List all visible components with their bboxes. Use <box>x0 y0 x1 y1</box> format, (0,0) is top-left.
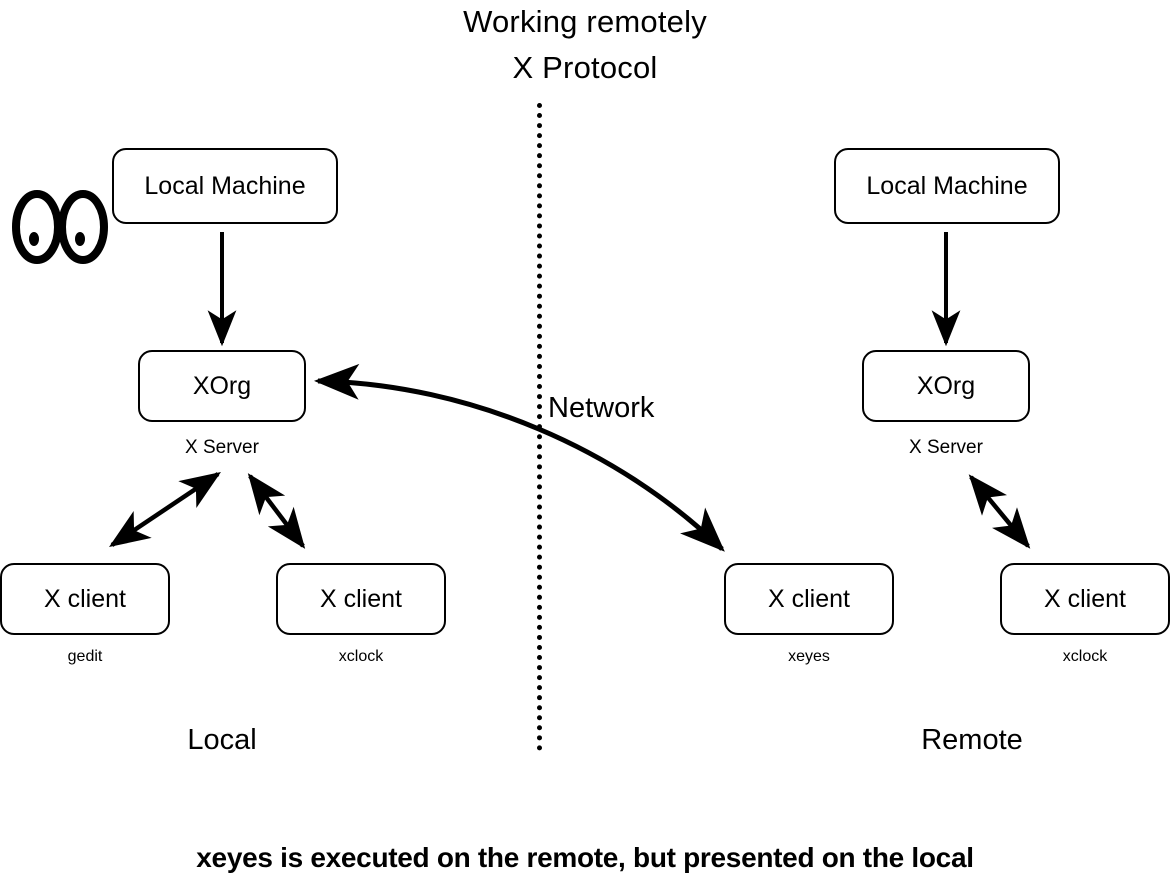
arrow-network-xorg-to-xeyes <box>314 363 725 552</box>
node-local-client-xclock[interactable]: X client <box>276 563 446 635</box>
caption-remote-client-xeyes: xeyes <box>788 648 830 665</box>
node-remote-client-xeyes[interactable]: X client <box>724 563 894 635</box>
node-local-client-gedit-label: X client <box>44 584 126 613</box>
node-remote-client-xclock[interactable]: X client <box>1000 563 1170 635</box>
node-remote-client-xeyes-label: X client <box>768 584 850 613</box>
caption-local-client-gedit: gedit <box>67 648 103 665</box>
node-local-machine[interactable]: Local Machine <box>112 148 338 224</box>
network-divider <box>537 103 542 751</box>
zone-label-remote: Remote <box>921 724 1023 756</box>
arrow-local-xorg-to-gedit <box>109 471 221 548</box>
caption-local-xserver: X Server <box>185 437 259 458</box>
node-remote-client-xclock-label: X client <box>1044 584 1126 613</box>
caption-remote-client-xclock: xclock <box>1062 648 1108 665</box>
node-local-xorg-label: XOrg <box>192 371 252 400</box>
node-remote-machine-label: Local Machine <box>866 171 1028 200</box>
node-local-xorg[interactable]: XOrg <box>138 350 306 422</box>
zone-label-local: Local <box>187 724 257 756</box>
diagram-title-line1: Working remotely <box>463 4 707 39</box>
network-label: Network <box>548 392 655 424</box>
node-remote-xorg-label: XOrg <box>916 371 976 400</box>
node-local-machine-label: Local Machine <box>144 171 306 200</box>
diagram-title-line2: X Protocol <box>512 50 658 85</box>
arrow-local-xorg-to-xclock <box>247 473 306 549</box>
node-remote-xorg[interactable]: XOrg <box>862 350 1030 422</box>
node-remote-machine[interactable]: Local Machine <box>834 148 1060 224</box>
node-local-client-gedit[interactable]: X client <box>0 563 170 635</box>
node-local-client-xclock-label: X client <box>320 584 402 613</box>
footer-caption: xeyes is executed on the remote, but pre… <box>196 842 974 873</box>
arrow-remote-xorg-to-xclock <box>968 474 1031 549</box>
caption-local-client-xclock: xclock <box>338 648 384 665</box>
caption-remote-xserver: X Server <box>909 437 983 458</box>
eyes-icon <box>12 190 108 264</box>
